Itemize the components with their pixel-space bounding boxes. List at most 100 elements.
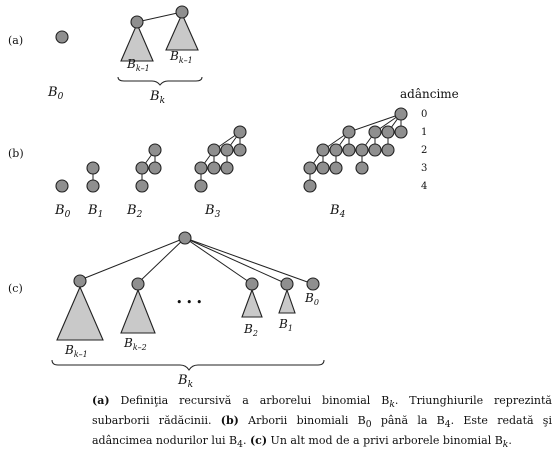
subtree-label-b1: B1 (278, 317, 293, 333)
caption-rest-b: . Este redată şi adâncimea nodurilor lui… (92, 414, 552, 448)
subtree-b2 (241, 288, 263, 318)
figure-caption: (a) Definiţia recursivă a arborelui bino… (92, 393, 552, 454)
panel-a-right-root-node (175, 5, 189, 19)
caption-sub-b3: 4 (237, 439, 243, 451)
b3-tree-node (194, 179, 208, 193)
panel-a: (a) B0 Bk–1 Bk–1 Bk (8, 5, 203, 106)
caption-sub-b1: 0 (365, 419, 372, 431)
panel-c-edge (79, 237, 186, 281)
panel-a-left-root-node (130, 15, 144, 29)
b4-tree-edge (348, 113, 402, 133)
tree-label-b1: B1 (87, 203, 103, 220)
panel-c-child-node (306, 277, 320, 291)
subtree-label-b2: B2 (243, 322, 258, 338)
b2-tree-node (148, 161, 162, 175)
b4-tree-node (316, 143, 330, 157)
b2-tree-node (135, 179, 149, 193)
depth-value: 4 (421, 181, 427, 192)
b3-tree-node (207, 143, 221, 157)
b4-tree-node (329, 143, 343, 157)
depth-value: 3 (421, 163, 427, 174)
depth-value: 2 (421, 145, 427, 156)
panel-c-child-node (131, 277, 145, 291)
b3-tree-node (194, 161, 208, 175)
depth-values: 0 1 2 3 4 (421, 109, 427, 192)
panel-c-brace (51, 359, 325, 371)
subtree-label-b0: B0 (304, 291, 319, 307)
panel-a-b0-label: B0 (47, 85, 64, 102)
b4-tree-node (342, 125, 356, 139)
b2-tree-node (135, 161, 149, 175)
binomial-tree-figure: (a) B0 Bk–1 Bk–1 Bk (b) adâncime 0 1 2 3… (8, 5, 459, 390)
caption-sub-a: k (389, 399, 395, 411)
depth-value: 1 (421, 127, 427, 138)
panel-b: (b) adâncime 0 1 2 3 4 B0 B1 B2 B3 B4 (8, 87, 459, 220)
panel-a-root-link (136, 11, 183, 23)
panel-c-bk-label: Bk (177, 373, 193, 390)
b4-tree-node (303, 161, 317, 175)
caption-marker-a: (a) (92, 394, 110, 407)
b3-tree-node (220, 143, 234, 157)
tree-label-b4: B4 (329, 203, 346, 220)
panel-c-marker: (c) (8, 282, 23, 295)
panel-a-bk-label: Bk (149, 89, 165, 106)
subtree-label-bk-1: Bk–1 (64, 343, 88, 359)
caption-rest-a: . Triunghiurile reprezintă subarborii ră… (92, 394, 552, 428)
subtree-bk-2 (120, 288, 156, 334)
b1-tree-node (86, 179, 100, 193)
caption-mid-b: până la B (371, 414, 445, 428)
panel-b-marker: (b) (8, 147, 24, 160)
subtree-bk-1 (56, 285, 104, 341)
panel-a-left-subtree-label: Bk–1 (126, 57, 150, 73)
caption-sub-b2: 4 (444, 419, 451, 431)
subtree-label-bk-2: Bk–2 (123, 336, 147, 352)
panel-a-right-subtree (165, 12, 199, 51)
b4-tree-node (355, 161, 369, 175)
depth-value: 0 (421, 109, 427, 120)
caption-sub-c: k (502, 439, 509, 451)
panel-c-edge (184, 237, 288, 285)
b4-tree-node (394, 107, 408, 121)
panel-c-child-node (73, 274, 87, 288)
b4-tree-node (368, 125, 382, 139)
caption-marker-b: (b) (220, 414, 239, 428)
b4-tree-node (355, 143, 369, 157)
b4-tree-node (342, 143, 356, 157)
b3-tree-node (220, 161, 234, 175)
b3-tree-node (233, 125, 247, 139)
caption-text-b: Arborii binomiali B (238, 414, 366, 428)
b2-tree-node (148, 143, 162, 157)
caption-end-b: . (242, 434, 250, 448)
b4-tree-node (381, 143, 395, 157)
panel-c-ellipsis: • • • (176, 296, 202, 309)
b3-tree-node (207, 161, 221, 175)
tree-label-b0: B0 (54, 203, 71, 220)
panel-c-edge (184, 237, 253, 285)
b4-tree-node (394, 125, 408, 139)
panel-a-b0-node (55, 30, 69, 44)
panel-a-right-subtree-label: Bk–1 (169, 49, 193, 65)
tree-label-b3: B3 (204, 203, 221, 220)
panel-c-edge (184, 237, 314, 285)
b4-tree-node (381, 125, 395, 139)
b4-tree-node (368, 143, 382, 157)
caption-text-a: Definiţia recursivă a arborelui binomial… (109, 394, 390, 407)
subtree-b1 (278, 288, 296, 314)
depth-title: adâncime (400, 87, 459, 101)
tree-label-b2: B2 (126, 203, 143, 220)
panel-c-child-node (245, 277, 259, 291)
b0-tree-node (55, 179, 69, 193)
b1-tree-node (86, 161, 100, 175)
b3-tree-node (233, 143, 247, 157)
b4-tree-node (303, 179, 317, 193)
panel-c-root-node (178, 231, 192, 245)
panel-b-nodes (55, 107, 408, 193)
panel-c: (c) • • • Bk–1 Bk–2 B2 B1 B0 Bk (8, 231, 325, 390)
panel-c-edge (137, 237, 186, 284)
panel-a-marker: (a) (8, 34, 23, 47)
b4-tree-node (316, 161, 330, 175)
panel-c-child-node (280, 277, 294, 291)
panel-a-left-subtree (120, 22, 154, 62)
caption-end-c: . (508, 434, 512, 448)
panel-a-brace (117, 76, 203, 86)
